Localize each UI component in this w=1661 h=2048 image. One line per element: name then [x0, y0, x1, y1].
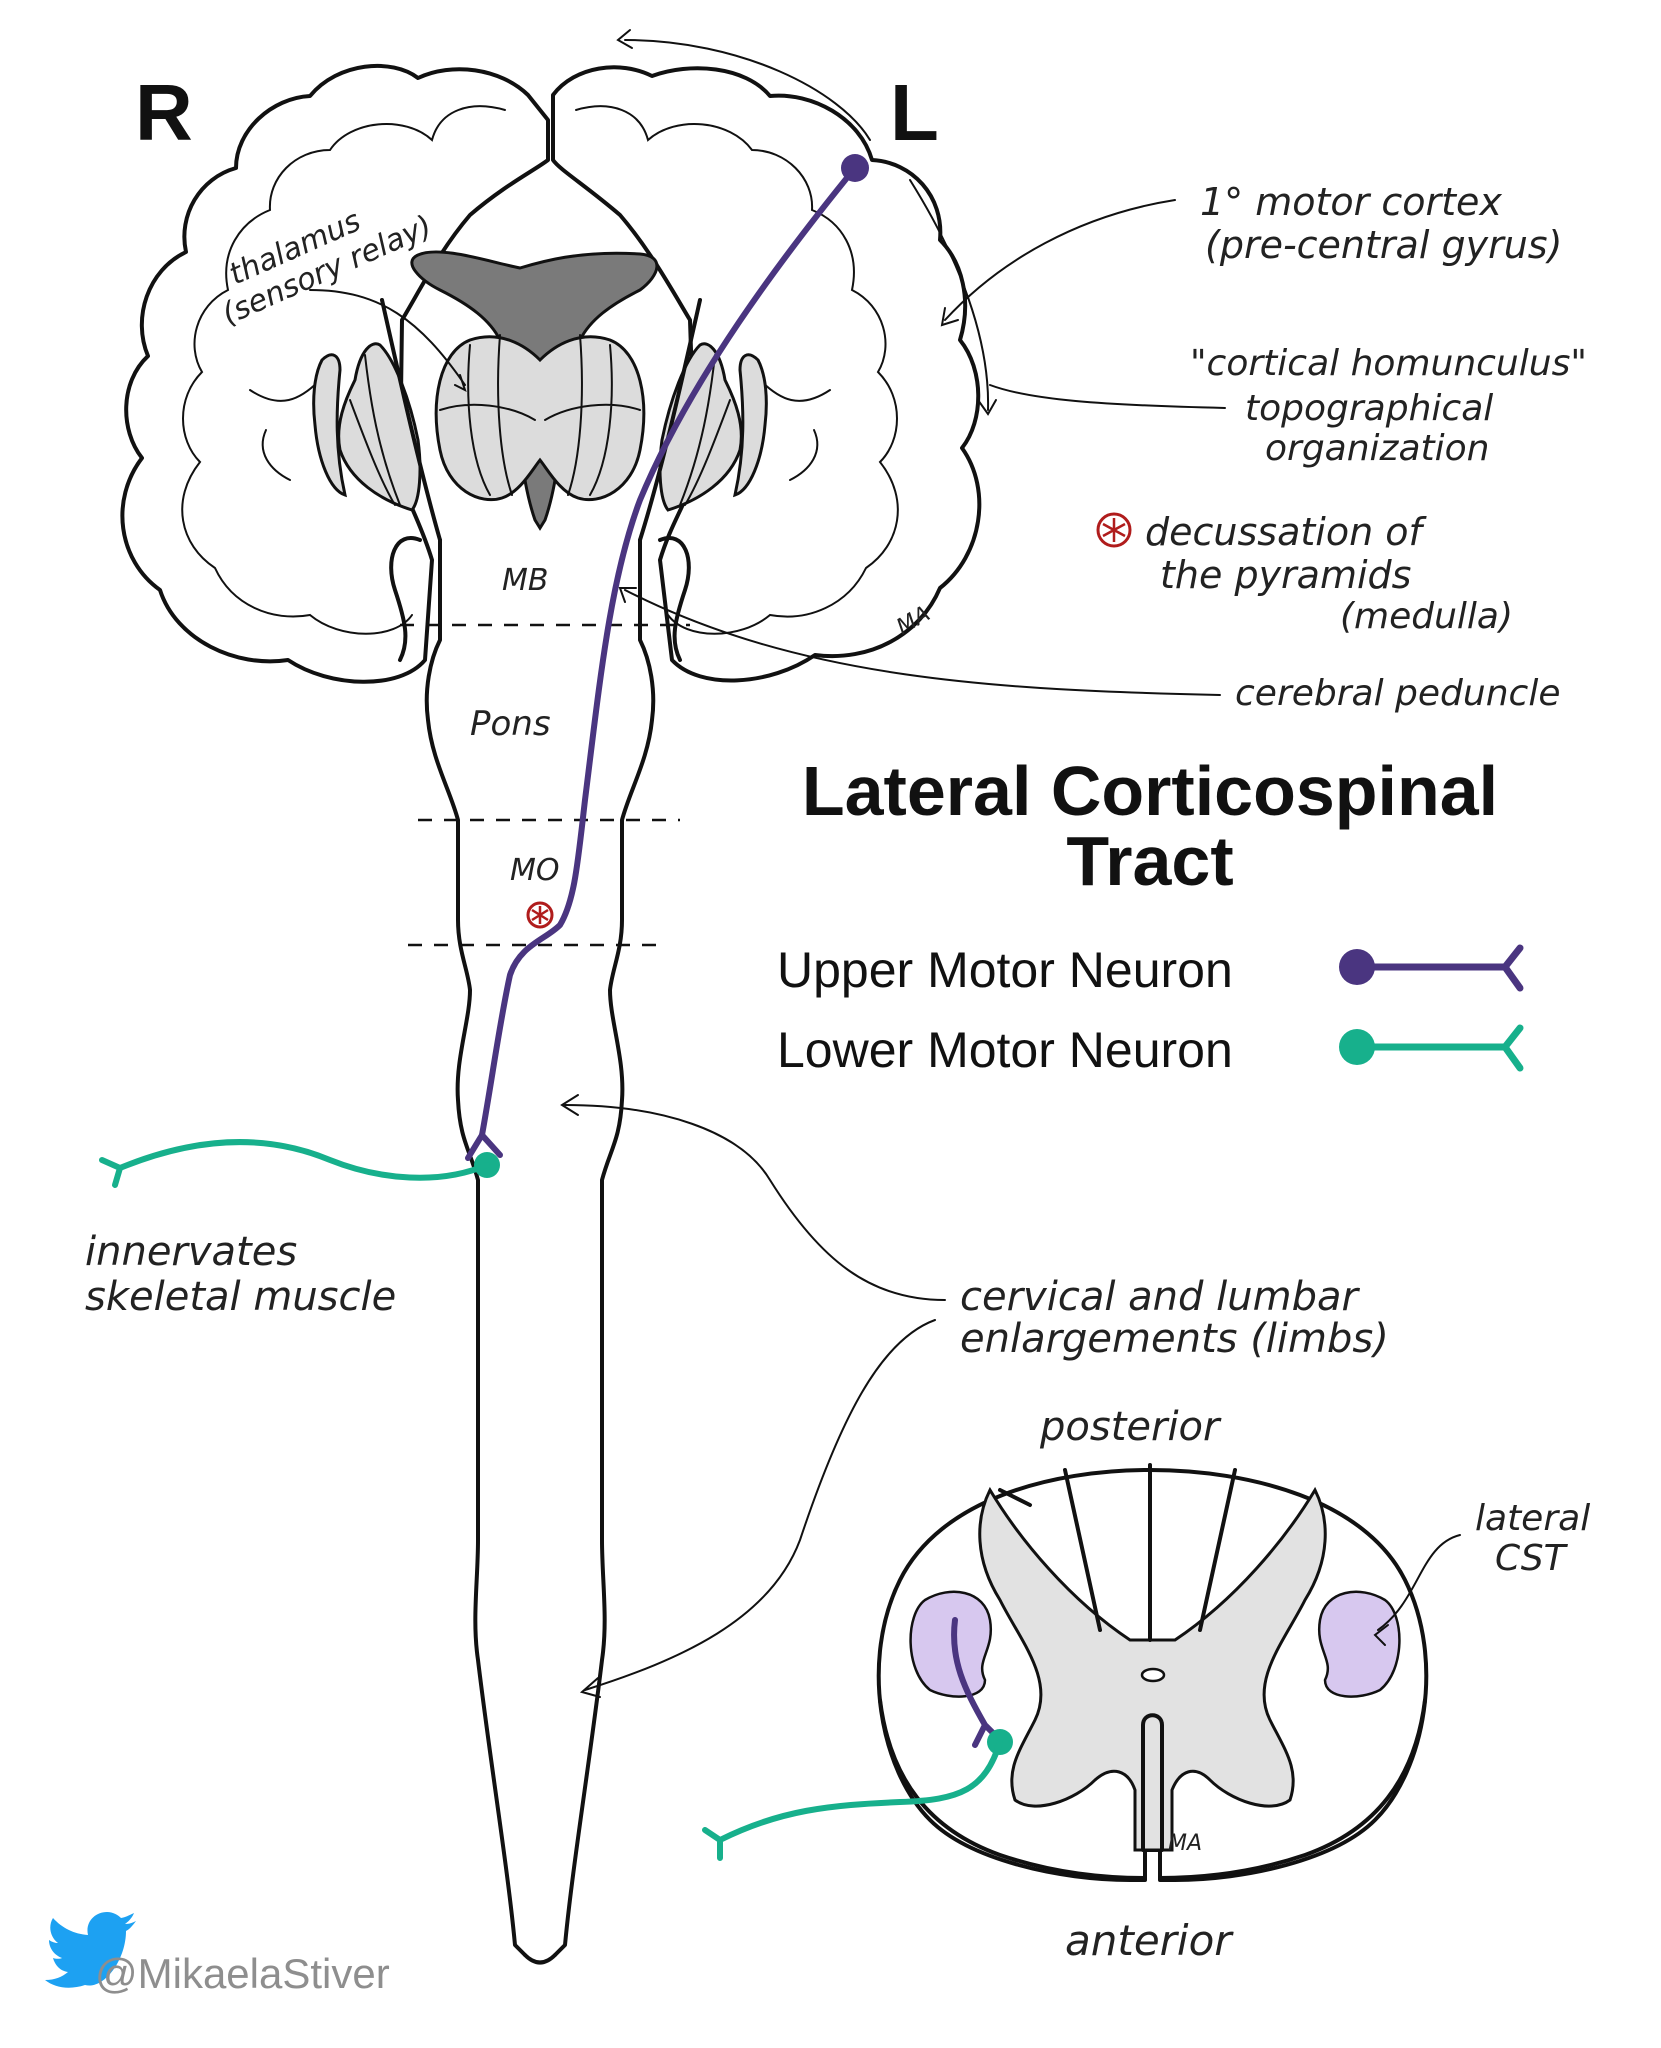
right-basal-ganglia-lines — [349, 354, 401, 506]
umn-cell-body — [841, 154, 869, 182]
svg-text:enlargements (limbs): enlargements (limbs) — [960, 1316, 1389, 1362]
motor-cortex-label: 1° motor cortex (pre-central gyrus) — [940, 180, 1562, 327]
legend-lmn-label: Lower Motor Neuron — [777, 1022, 1233, 1078]
svg-text:decussation of: decussation of — [1145, 510, 1427, 554]
left-sulcus-2 — [789, 429, 819, 481]
umn-axon — [479, 165, 858, 1138]
brainstem-spinal-cord: MB Pons MO — [400, 538, 690, 1965]
svg-text:cerebral peduncle: cerebral peduncle — [1235, 673, 1560, 714]
left-gyri-inner — [575, 105, 899, 635]
svg-text:lateral: lateral — [1475, 1498, 1590, 1539]
right-temporal-hook — [389, 536, 422, 662]
cross-section-outer-ring-r — [1158, 1698, 1427, 1880]
upper-motor-neuron-path — [465, 154, 869, 1161]
credit: @MikaelaStiver — [45, 1912, 390, 1997]
svg-text:(medulla): (medulla) — [1340, 596, 1513, 637]
cross-lmn-axon — [702, 1739, 1003, 1861]
title-line-1: Lateral Corticospinal — [802, 752, 1498, 830]
svg-text:cervical and lumbar: cervical and lumbar — [960, 1274, 1360, 1320]
legend-lmn-fork — [1501, 1024, 1524, 1072]
legend-umn-fork — [1501, 944, 1524, 992]
left-basal-ganglia-lines — [679, 354, 731, 506]
label-pons: Pons — [470, 704, 551, 744]
lateral-cst-right-patch — [909, 1590, 993, 1698]
umn-terminal — [465, 1132, 503, 1161]
svg-text:organization: organization — [1265, 428, 1489, 469]
svg-text:1° motor cortex: 1° motor cortex — [1200, 180, 1502, 224]
innervates-line-2: skeletal muscle — [85, 1274, 396, 1320]
decussation-label: decussation of the pyramids (medulla) — [1096, 510, 1513, 637]
right-gyri-inner — [181, 105, 506, 635]
svg-text:"cortical homunculus": "cortical homunculus" — [1190, 343, 1587, 384]
side-label-right: R — [135, 68, 193, 157]
legend-lower-motor-neuron: Lower Motor Neuron — [777, 1022, 1524, 1078]
lower-motor-neuron-path — [99, 1139, 500, 1188]
left-internal-capsule — [638, 298, 702, 542]
decussation-marker — [526, 901, 554, 929]
label-midbrain: MB — [502, 563, 548, 598]
enlargements-label: cervical and lumbar enlargements (limbs) — [560, 1094, 1389, 1698]
svg-text:the pyramids: the pyramids — [1160, 553, 1411, 597]
spinal-cord-cross-section: posterior anterior MA lateral CST — [702, 1404, 1590, 1965]
homunculus-label: "cortical homunculus" topographical orga… — [989, 343, 1587, 469]
innervates-line-1: innervates — [85, 1229, 297, 1275]
twitter-bird-icon — [45, 1912, 136, 1988]
right-claustrum — [312, 353, 348, 498]
legend-umn-dot — [1339, 949, 1375, 985]
legend-umn-label: Upper Motor Neuron — [777, 942, 1233, 998]
homunculus-arc — [624, 39, 871, 141]
svg-text:CST: CST — [1495, 1538, 1569, 1579]
brain-coronal-section — [120, 63, 982, 684]
title-line-2: Tract — [1066, 822, 1233, 900]
right-internal-capsule — [380, 298, 442, 542]
homunculus-arc-right-head — [977, 399, 997, 416]
left-claustrum — [732, 353, 768, 498]
cord-tip — [523, 1953, 557, 1965]
side-label-left: L — [890, 68, 939, 157]
brainstem-left-edge — [553, 538, 656, 1957]
brainstem-right-edge — [424, 538, 527, 1957]
signature-cross-section: MA — [1168, 1831, 1202, 1856]
homunculus-arc-right — [909, 179, 990, 411]
label-medulla: MO — [510, 853, 560, 888]
right-sulcus-2 — [261, 429, 291, 481]
lateral-cst-left-patch — [1317, 1590, 1401, 1698]
lmn-axon — [117, 1139, 490, 1181]
thalamus-lines — [439, 334, 641, 496]
left-temporal-hook — [658, 536, 691, 662]
lmn-terminal — [99, 1157, 123, 1188]
left-sulcus-1 — [759, 379, 831, 402]
homunculus-arc-head — [616, 29, 633, 49]
right-sulcus-1 — [249, 379, 321, 402]
thalamus — [434, 335, 646, 502]
legend-lmn-dot — [1339, 1029, 1375, 1065]
thalamus-label: thalamus (sensory relay) — [217, 203, 467, 392]
cross-section-outer-ring — [878, 1698, 1147, 1880]
label-posterior: posterior — [1039, 1404, 1222, 1450]
label-anterior: anterior — [1065, 1916, 1234, 1965]
anterior-median-fissure — [1141, 1713, 1164, 1852]
svg-text:(pre-central gyrus): (pre-central gyrus) — [1205, 223, 1562, 267]
peduncle-label: cerebral peduncle — [618, 587, 1560, 714]
credit-handle: @MikaelaStiver — [95, 1950, 390, 1997]
legend-upper-motor-neuron: Upper Motor Neuron — [777, 942, 1524, 998]
posterior-column-lines — [998, 1463, 1237, 1642]
central-canal — [1140, 1667, 1166, 1683]
lateral-cst-label: lateral CST — [1373, 1498, 1590, 1646]
svg-text:topographical: topographical — [1245, 388, 1493, 429]
right-basal-ganglia — [337, 342, 422, 512]
